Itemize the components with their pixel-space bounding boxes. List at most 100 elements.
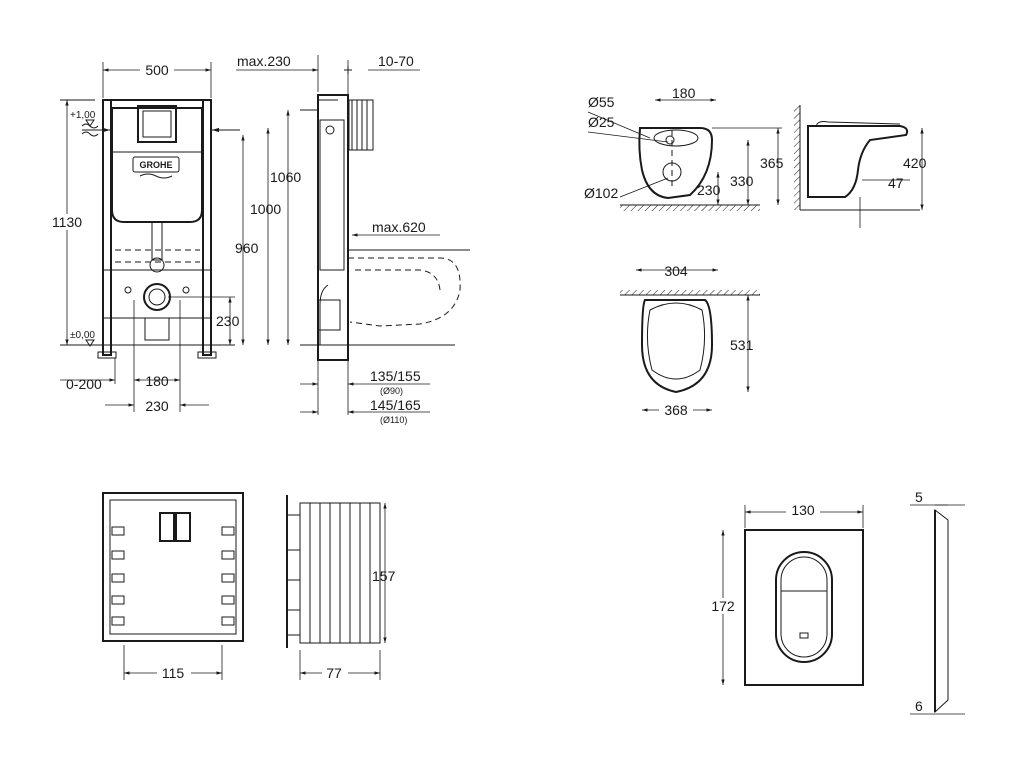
frame-side-view: max.230 10-70 max.620 135/155 (Ø90) 145/…	[236, 53, 470, 425]
level-top-label: +1,00	[70, 110, 96, 121]
dim-top-304: 304	[664, 263, 688, 279]
dim-plate-130: 130	[791, 502, 815, 518]
dim-plate-5: 5	[915, 489, 923, 505]
bowl-seat-profile	[815, 121, 901, 127]
dim-frame-height: 1130	[52, 214, 82, 230]
dim-outlet-height: 230	[216, 313, 240, 329]
dim-bowl-420: 420	[903, 155, 927, 171]
dim-bowl-330: 330	[730, 173, 754, 189]
d102-leader	[619, 177, 669, 198]
brand-logo: GROHE	[139, 160, 172, 170]
waste-pipe-side	[319, 284, 329, 345]
bowl-profile-outline	[807, 125, 909, 198]
dim-10-70: 10-70	[378, 53, 414, 69]
bowl-front-view: Ø55 Ø25 180 Ø102 230 330 365	[584, 85, 784, 211]
cistern-side	[319, 119, 345, 271]
dim-bowl-180: 180	[672, 85, 696, 101]
cistern-valve	[325, 125, 335, 135]
foot-right	[197, 351, 217, 359]
dim-1130-bg	[48, 214, 86, 230]
panel-clip-l5	[111, 616, 125, 626]
foot-left	[97, 351, 117, 359]
panel-clip-r5	[221, 616, 235, 626]
dim-plate-6: 6	[915, 698, 923, 714]
panel-side-view: 157 77	[286, 495, 396, 681]
bowl-rim-top	[653, 129, 699, 147]
dim-panel-115: 115	[162, 665, 185, 681]
flush-plate	[744, 529, 864, 686]
dim-stud-distance: 180	[145, 373, 169, 389]
w115-bg	[157, 665, 191, 681]
flush-button-outer	[775, 551, 833, 663]
bowl-top-view: 304 531 368	[620, 263, 760, 418]
outlet-inner	[148, 288, 166, 306]
dim-top-531: 531	[730, 337, 754, 353]
top-wall-hatch	[620, 290, 760, 295]
dim-1060: 1060	[270, 169, 301, 185]
outlet	[143, 283, 171, 311]
flush-opening	[137, 105, 177, 143]
level-zero-marker	[85, 339, 95, 347]
panel-front	[102, 492, 244, 642]
dim-panel-77: 77	[326, 665, 342, 681]
inlet-wave-left-2	[81, 131, 99, 137]
flush-plate-side-view: 5 6	[910, 489, 965, 715]
pipe-joint	[149, 257, 165, 273]
dim-bowl-47: 47	[888, 175, 904, 191]
d10-70-cross	[344, 66, 352, 74]
bowl-side-dashed	[348, 257, 461, 327]
dim-plate-172: 172	[711, 598, 735, 614]
dim-d110: (Ø110)	[380, 415, 407, 425]
flush-button-inner	[780, 556, 828, 658]
brand-badge	[132, 156, 180, 173]
dim-panel-157: 157	[372, 568, 396, 584]
access-panel-view: 115	[102, 492, 244, 681]
panel-clip-l2	[111, 550, 125, 560]
panel-clip-r2	[221, 550, 235, 560]
dim-135-155: 135/155	[370, 368, 421, 384]
dim-bowl-365: 365	[760, 155, 784, 171]
dim-d102: Ø102	[584, 185, 618, 201]
panel-clip-r1	[221, 526, 235, 536]
frame-upright-left	[102, 99, 112, 356]
flush-plate-view: 130 172	[706, 502, 864, 686]
stud-right	[182, 286, 190, 294]
level-top-marker	[85, 119, 95, 127]
dim-width-230: 230	[145, 398, 169, 414]
flush-pipe	[151, 221, 163, 261]
panel-clip-l1	[111, 526, 125, 536]
frame-front-view: GROHE 500 1130 +1,00 ±0,00	[48, 62, 301, 414]
h172-bg	[706, 598, 740, 614]
dim-d55: Ø55	[588, 94, 615, 110]
panel-button-left	[159, 512, 175, 542]
dim-max620: max.620	[372, 219, 426, 235]
panel-clip-l3	[111, 573, 125, 583]
bowl-hidden-outline	[115, 249, 200, 263]
panel-clip-l4	[111, 595, 125, 605]
flush-plate-logo	[799, 632, 809, 639]
panel-clip-r4	[221, 595, 235, 605]
bowl-profile-view: 420 47	[794, 105, 927, 228]
flush-plate-housing	[348, 99, 374, 151]
frame-upright-right	[202, 99, 212, 356]
d25-leader	[587, 131, 669, 143]
stud-left	[124, 286, 132, 294]
w130-bg	[786, 503, 820, 519]
w368-bg	[659, 402, 693, 418]
dim-145-165: 145/165	[370, 397, 421, 413]
panel-clip-r3	[221, 573, 235, 583]
d77-bg	[322, 665, 348, 681]
dim-max230: max.230	[237, 53, 291, 69]
dim-960: 960	[235, 240, 259, 256]
dim-0-200: 0-200	[66, 376, 102, 392]
profile-wall-hatch	[794, 105, 800, 210]
outlet-elbow	[144, 317, 170, 341]
bowl-hole-upper	[665, 135, 675, 145]
side-inlet	[300, 99, 338, 111]
brand-wave	[139, 173, 173, 179]
dim-500-bg	[140, 62, 174, 76]
panel-inner	[109, 499, 237, 635]
level-zero-label: ±0,00	[70, 330, 95, 341]
d55-leader	[587, 111, 651, 139]
